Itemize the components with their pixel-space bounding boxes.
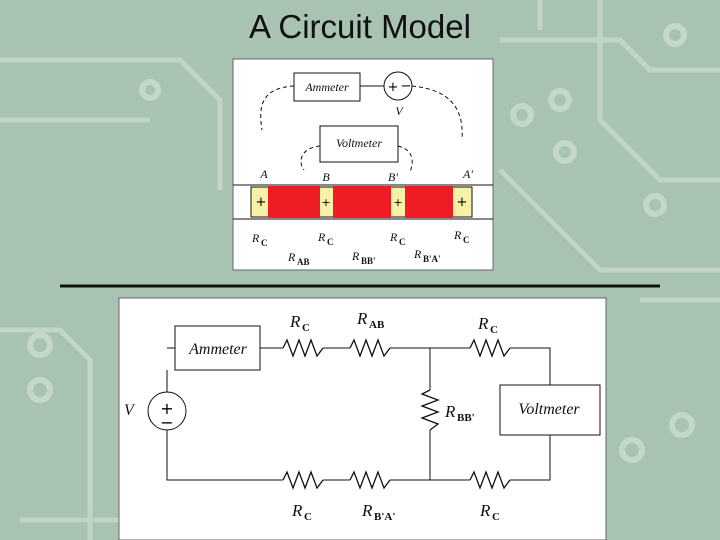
svg-text:BB': BB' [457,412,475,424]
top-ammeter-label: Ammeter [304,80,349,94]
top-label-rc-a: R C [251,231,268,248]
svg-text:R: R [291,501,303,520]
top-source-minus: − [401,79,412,94]
label-rab: R AB [356,309,385,331]
top-node-a: A [259,167,268,181]
svg-text:BB': BB' [361,256,376,266]
voltmeter-label: Voltmeter [518,401,580,418]
svg-text:R: R [479,501,491,520]
slide-title: A Circuit Model [249,8,471,45]
svg-text:R: R [351,249,360,263]
svg-text:R: R [356,309,368,328]
top-label-rbb: R BB' [351,249,376,266]
top-ammeter-box [293,72,361,102]
top-node-a-prime: A' [462,167,473,181]
top-voltage-lead-left [300,145,321,171]
top-label-rc-a-prime: R C [453,228,470,245]
equivalent-circuit-panel: Ammeter Voltmeter + − V R C R AB R C R B… [118,297,607,540]
label-rbb: R BB' [444,402,475,424]
resistor-rc-bottom-left [282,470,324,490]
top-voltmeter-box [319,125,399,163]
svg-text:R: R [389,230,398,244]
contact-b-plus: + [321,196,330,209]
top-label-rc-b-prime: R C [389,230,406,247]
top-source-plus: + [388,80,399,95]
svg-text:B'A': B'A' [374,511,395,523]
top-current-lead-right [411,85,463,141]
contact-a-prime-plus: + [457,195,468,210]
label-rc-bottom-right: R C [479,501,500,523]
resistor-rc-top-right [469,338,511,358]
top-voltage-lead-right [397,145,413,173]
sample-segment-ab [268,186,320,218]
resistor-rab [349,338,391,358]
resistor-rc-top-left [282,338,324,358]
resistor-rc-bottom-right [469,470,511,490]
source-minus: − [160,413,173,432]
source-label: V [124,402,136,419]
label-rc-bottom-left: R C [291,501,312,523]
svg-text:R: R [453,228,462,242]
top-label-rba: R B'A' [413,247,441,264]
voltage-source [147,391,187,431]
contact-a-plus: + [256,195,267,210]
svg-text:C: C [399,237,406,247]
resistor-rbb [420,389,440,431]
svg-text:AB: AB [297,257,310,267]
svg-text:AB: AB [369,319,385,331]
svg-text:C: C [327,237,334,247]
svg-text:R: R [287,250,296,264]
contact-b-prime-plus: + [393,196,402,209]
top-node-b-prime: B' [388,170,398,184]
ammeter-label: Ammeter [188,341,248,358]
svg-text:C: C [492,511,500,523]
resistor-rba [349,470,391,490]
svg-text:R: R [444,402,456,421]
svg-text:C: C [302,322,310,334]
svg-text:R: R [251,231,260,245]
top-source-label: V [395,104,404,118]
svg-text:C: C [490,324,498,336]
top-voltmeter-label: Voltmeter [336,136,382,150]
svg-text:R: R [477,314,489,333]
svg-text:C: C [304,511,312,523]
svg-text:R: R [413,247,422,261]
ammeter-box [174,325,261,371]
svg-text:R: R [289,312,301,331]
sample-segment-bb [333,186,391,218]
sample-segment-ba [405,186,453,218]
top-label-rc-b: R C [317,230,334,247]
top-label-rab: R AB [287,250,310,267]
svg-text:C: C [261,238,268,248]
top-node-b: B [322,170,330,184]
label-rc-top-left: R C [289,312,310,334]
svg-text:B'A': B'A' [423,254,441,264]
physical-setup-panel: Ammeter + − V Voltmeter A B B' A' + [232,58,494,271]
svg-text:R: R [317,230,326,244]
voltmeter-box [499,384,601,436]
top-current-lead-left [260,85,295,131]
label-rba: R B'A' [361,501,395,523]
source-plus: + [160,399,173,418]
label-rc-top-right: R C [477,314,498,336]
svg-text:C: C [463,235,470,245]
svg-text:R: R [361,501,373,520]
